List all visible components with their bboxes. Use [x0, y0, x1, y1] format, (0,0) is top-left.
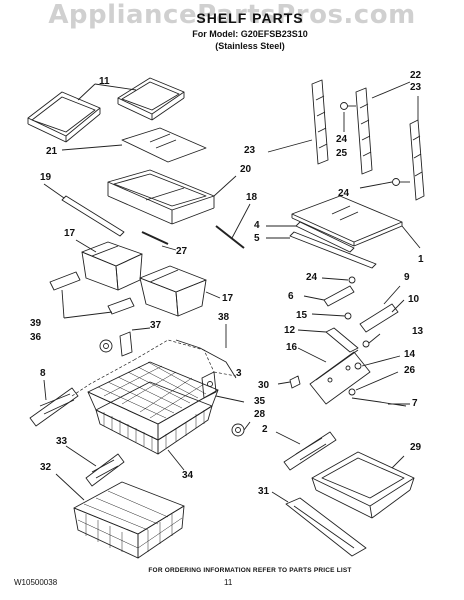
shelf-bracket: [323, 285, 355, 307]
watermark: AppliancePartsPros.com: [48, 0, 416, 30]
drawer-bracket: [119, 331, 133, 357]
shelf-ladder-center: [355, 87, 373, 175]
callout-37: 37: [150, 320, 162, 331]
crisper-frame: [107, 169, 215, 225]
shelf-ladder-left: [311, 79, 329, 165]
crisper-drawer-right: [139, 265, 207, 317]
model-line: For Model: G20EFSB23S10: [192, 29, 308, 39]
callout-8: 8: [40, 368, 46, 379]
callout-38: 38: [218, 312, 230, 323]
deli-cover: [285, 497, 367, 557]
callout-10: 10: [408, 294, 420, 305]
crisper-cover-right: [117, 77, 185, 121]
crisper-rail: [61, 195, 125, 237]
callout-19: 19: [40, 172, 52, 183]
wire-28: [351, 397, 407, 407]
basket-bracket-right: [201, 371, 217, 399]
shelf-trim-rear: [289, 231, 377, 269]
freezer-wire-basket: [87, 361, 219, 455]
callout-27: 27: [176, 246, 188, 257]
screw-26: [348, 388, 356, 396]
callout-30: 30: [258, 380, 270, 391]
glass-shelf: [291, 195, 403, 247]
drawer-wheel-right: [231, 423, 245, 437]
screw-lower: [392, 178, 410, 186]
screw-6: [348, 276, 356, 284]
shelf-ladder-right: [409, 119, 425, 201]
callout-20: 20: [240, 164, 252, 175]
lower-wire-basket: [73, 481, 185, 559]
callout-12: 12: [284, 325, 296, 336]
callout-23a: 23: [410, 82, 422, 93]
callout-7: 28: [254, 409, 266, 420]
deli-tray: [311, 451, 415, 519]
callout-3: 3: [236, 368, 242, 379]
callout-35: 35: [254, 396, 266, 407]
callout-15: 15: [296, 310, 308, 321]
callout-2: 2: [262, 424, 268, 435]
slide-rail: [215, 225, 245, 249]
ordering-note: FOR ORDERING INFORMATION REFER TO PARTS …: [148, 567, 352, 574]
callout-24b: 24: [338, 188, 350, 199]
lamp-wire: [175, 339, 237, 379]
callout-31: 31: [258, 486, 270, 497]
callout-9: 9: [404, 272, 410, 283]
crisper-cover-left: [27, 91, 101, 143]
callout-5: 5: [254, 233, 260, 244]
callout-34: 34: [182, 470, 194, 481]
callout-17a: 17: [64, 228, 76, 239]
callout-18: 18: [246, 192, 258, 203]
callout-21: 21: [46, 146, 58, 157]
callout-13: 13: [412, 326, 424, 337]
callout-6: 6: [288, 291, 294, 302]
document-id: W10500038: [14, 578, 58, 587]
callout-33: 33: [56, 436, 68, 447]
callout-28: 7: [412, 398, 418, 409]
callout-17b: 17: [222, 293, 234, 304]
callout-22: 22: [410, 70, 422, 81]
callout-24c: 24: [306, 272, 318, 283]
callout-23b: 23: [244, 145, 256, 156]
page-title: SHELF PARTS: [196, 10, 304, 26]
shelf-slide-assembly: [309, 349, 371, 405]
shelf-trim-front: [295, 221, 355, 253]
basket-divider: [85, 453, 125, 487]
drawer-wheel-left: [99, 339, 113, 353]
basket-guide-rail: [29, 387, 79, 427]
crisper-glass-insert: [121, 127, 207, 163]
cam-30: [289, 375, 301, 389]
callout-4: 4: [254, 220, 260, 231]
shelf-support: [359, 303, 399, 333]
callout-11: 11: [99, 76, 110, 87]
humidity-control-right: [107, 297, 135, 315]
callout-26: 26: [404, 365, 416, 376]
variant-line: (Stainless Steel): [215, 41, 285, 51]
slide-cover: [283, 431, 337, 471]
page-number: 11: [224, 578, 233, 587]
callout-16: 16: [286, 342, 298, 353]
screw-upper: [340, 102, 356, 110]
callout-39: 39: [30, 318, 42, 329]
callout-24a: 24: [336, 134, 348, 145]
callout-29: 29: [410, 442, 422, 453]
callout-36: 36: [30, 332, 42, 343]
humidity-control-left: [49, 271, 81, 291]
callout-14: 14: [404, 349, 416, 360]
callout-25: 25: [336, 148, 348, 159]
callout-1: 1: [418, 254, 424, 265]
callout-32: 32: [40, 462, 52, 473]
small-slide-rail: [141, 231, 169, 245]
shelf-rail-12: [325, 327, 359, 353]
